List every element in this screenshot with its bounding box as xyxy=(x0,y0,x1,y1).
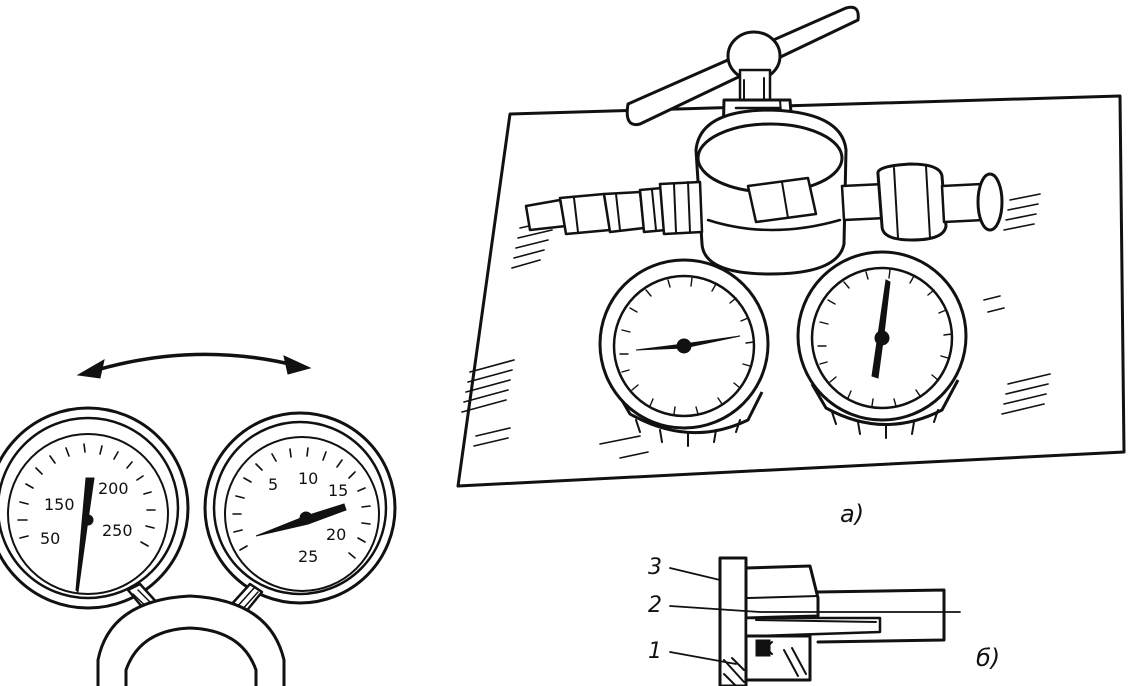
fitting-body xyxy=(744,564,820,620)
dial-number-250: 250 xyxy=(102,521,133,540)
dial-number-5: 5 xyxy=(268,475,278,494)
high-pressure-needle xyxy=(75,477,95,594)
sheet-right-needle xyxy=(871,279,891,379)
dial-number-25: 25 xyxy=(298,547,318,566)
part-label-3: 3 xyxy=(648,555,662,580)
high-pressure-scale-ticks xyxy=(17,443,156,547)
flange-part-3 xyxy=(718,556,748,686)
part-label-1: 1 xyxy=(648,639,662,664)
outlet-nut xyxy=(840,162,1004,242)
regulator-body xyxy=(694,108,848,276)
tube xyxy=(816,588,946,644)
leader-2 xyxy=(669,605,961,613)
sheet-left-gauge xyxy=(598,258,770,447)
low-pressure-needle xyxy=(255,503,347,537)
hose-nipple xyxy=(524,180,704,236)
leader-3 xyxy=(669,567,721,581)
figure-b-label: б) xyxy=(976,644,1000,672)
sheet-left-needle xyxy=(635,335,741,354)
dial-number-50: 50 xyxy=(40,529,60,548)
left-regulator-assembly: 150 200 250 50 5 10 15 20 25 xyxy=(0,352,397,686)
figure-a-label: а) xyxy=(840,500,864,528)
t-handle xyxy=(625,5,860,127)
rotation-arrow xyxy=(76,352,312,379)
dial-number-10: 10 xyxy=(298,469,318,488)
dial-number-15: 15 xyxy=(328,481,348,500)
dial-number-200: 200 xyxy=(98,479,129,498)
high-pressure-gauge: 150 200 250 50 xyxy=(0,406,190,610)
leader-1 xyxy=(669,651,737,665)
low-pressure-gauge: 5 10 15 20 25 xyxy=(203,411,397,605)
regulator-on-sheet-assembly: а) xyxy=(456,5,1126,528)
sectional-detail-assembly: 3 2 1 б) xyxy=(648,555,1000,686)
sheet-right-gauge xyxy=(796,250,968,439)
dial-number-20: 20 xyxy=(326,525,346,544)
part-label-2: 2 xyxy=(648,593,662,618)
low-pressure-scale-ticks xyxy=(232,447,371,559)
dial-number-150: 150 xyxy=(44,495,75,514)
regulator-body-arch xyxy=(96,594,286,686)
